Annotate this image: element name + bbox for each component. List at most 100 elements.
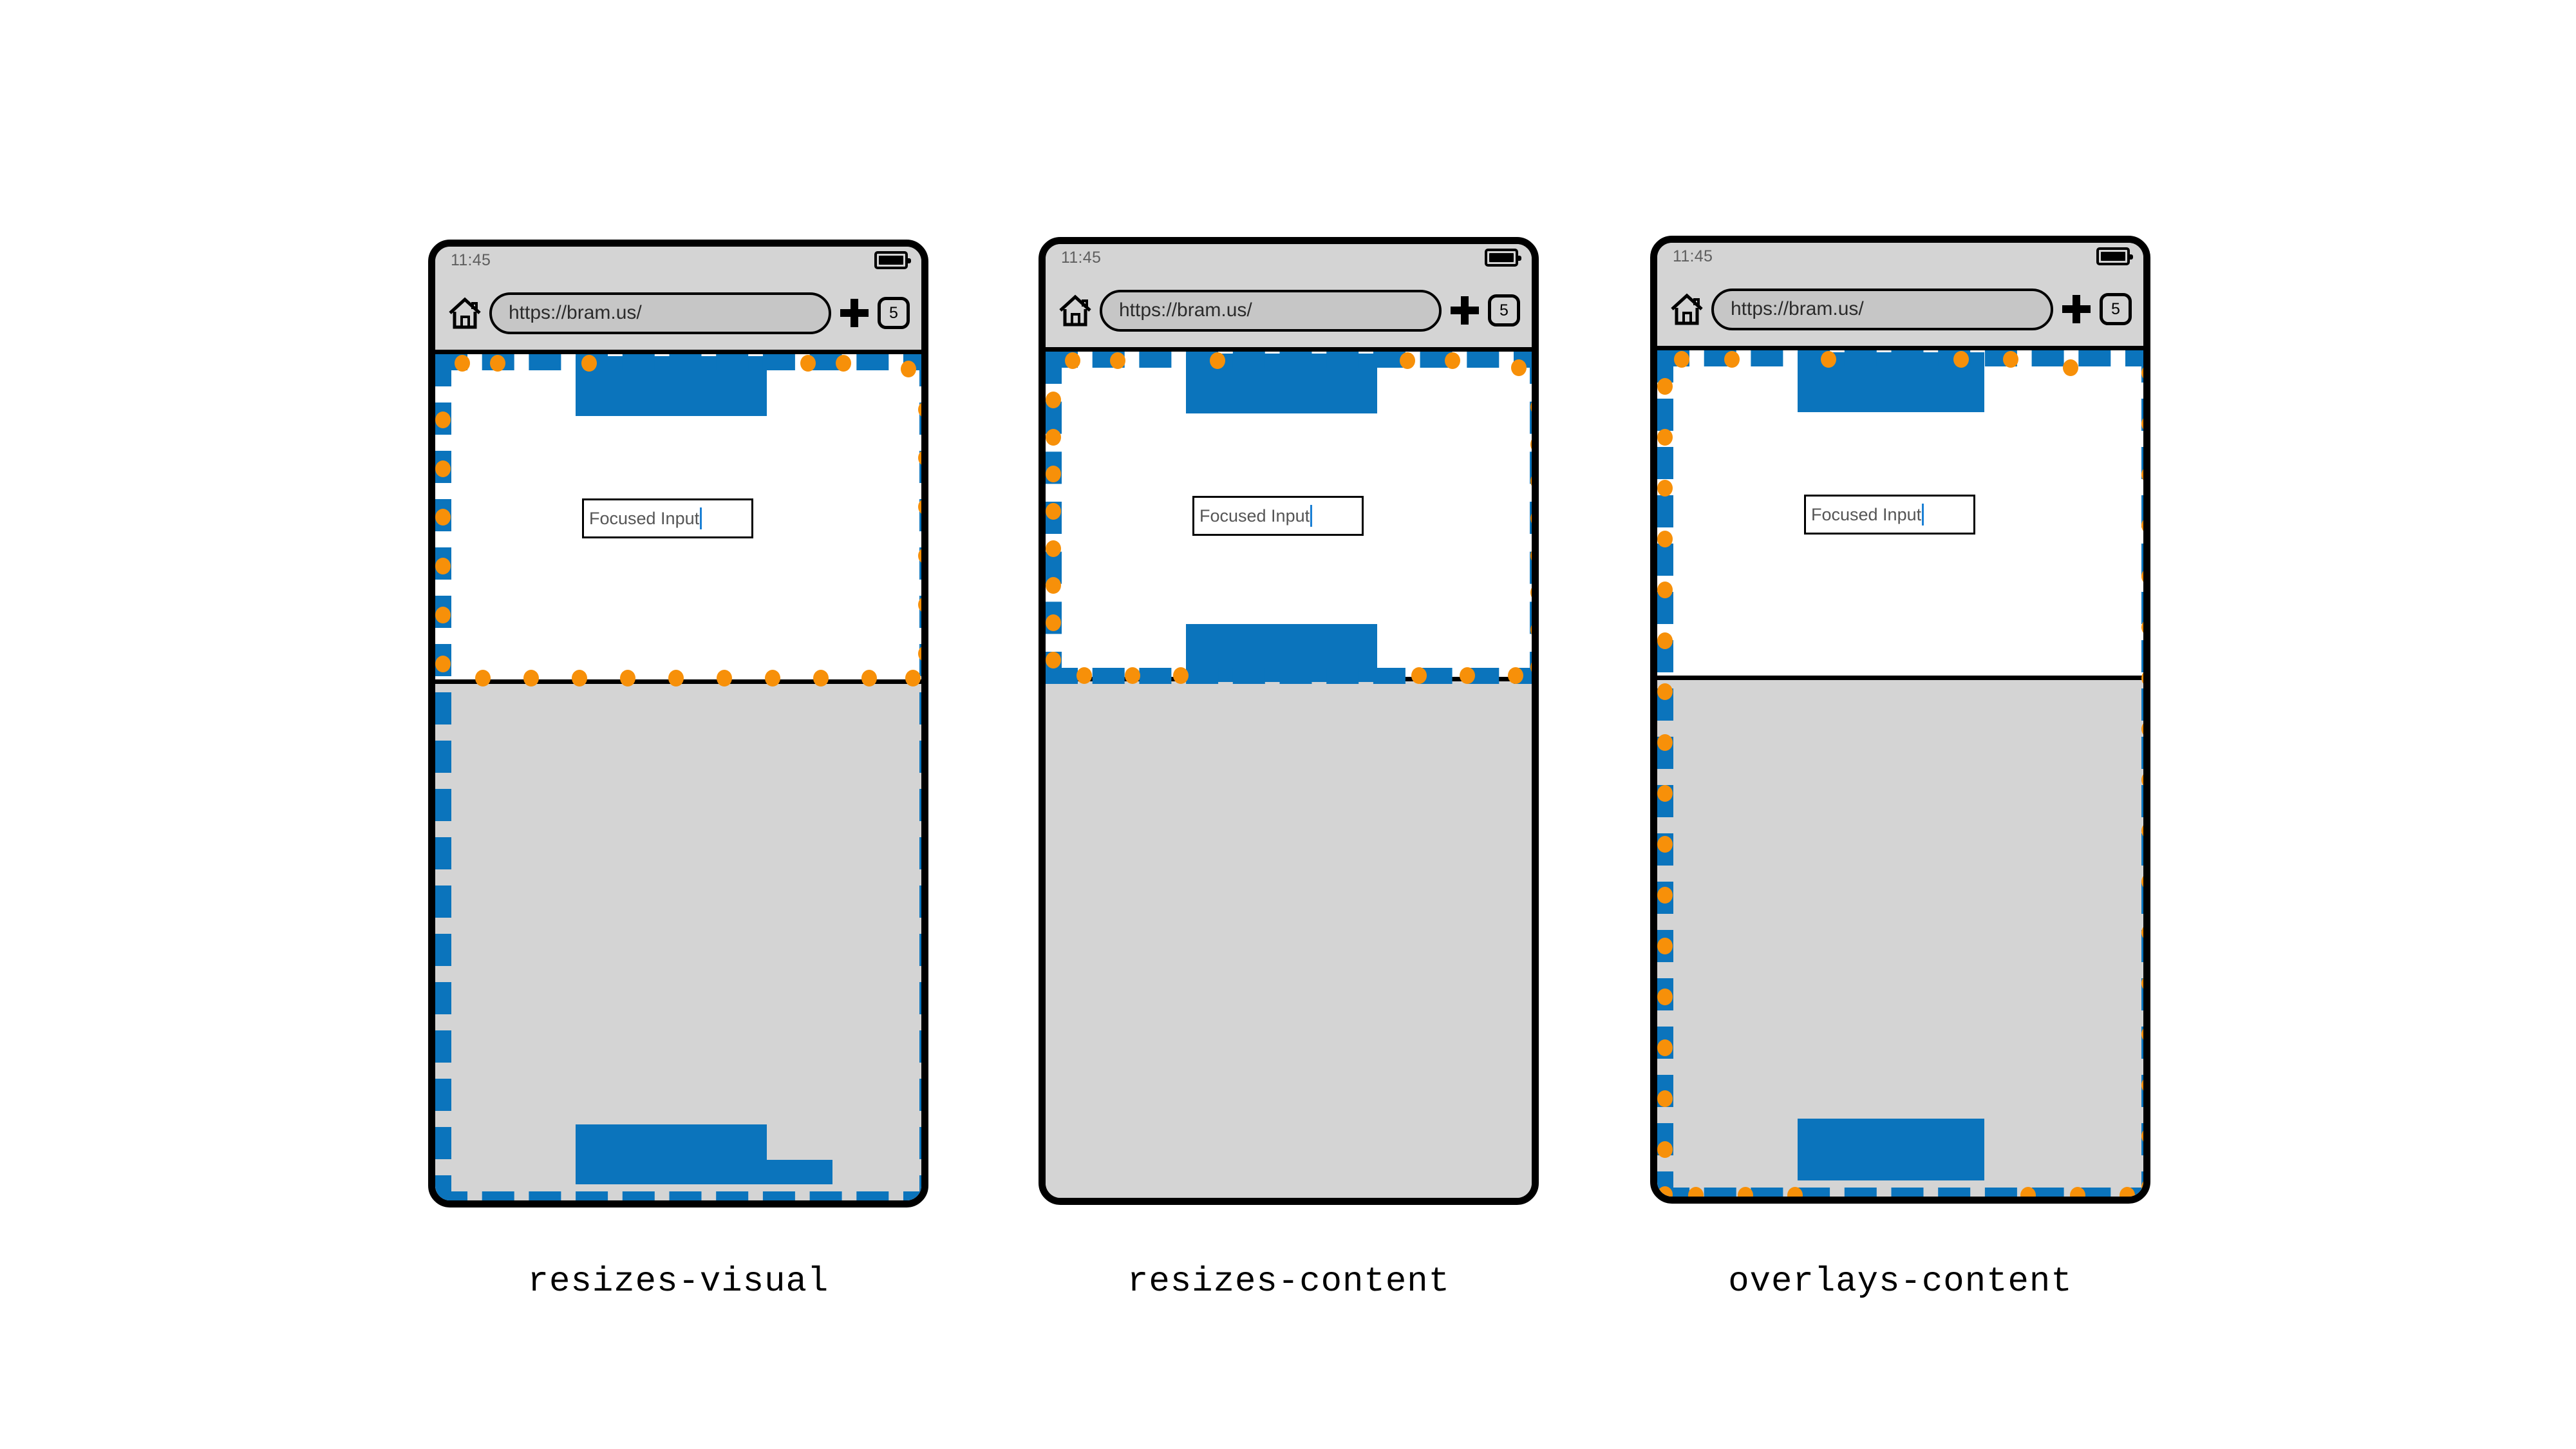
status-bar: 11:45 <box>1046 244 1532 274</box>
tab-count-badge[interactable]: 5 <box>2100 293 2132 325</box>
marker-dot <box>1173 667 1189 684</box>
focused-input[interactable]: Focused Input <box>582 498 753 538</box>
marker-dot <box>1657 582 1673 598</box>
content-area: Focused Input <box>435 354 921 1200</box>
focused-input-value: Focused Input <box>1811 504 1922 524</box>
marker-dot <box>2141 873 2143 890</box>
marker-dot <box>2070 1187 2085 1197</box>
marker-dot <box>455 355 470 372</box>
tab-count-badge[interactable]: 5 <box>878 297 910 329</box>
marker-dot <box>1657 1186 1673 1197</box>
content-block-bottom <box>576 1124 767 1184</box>
plus-icon[interactable] <box>840 299 869 327</box>
marker-dot <box>918 596 921 613</box>
marker-dot <box>1657 938 1673 954</box>
marker-dot <box>2063 359 2078 376</box>
marker-dot <box>1530 659 1532 676</box>
marker-dot <box>918 547 921 564</box>
marker-dot <box>1110 352 1125 369</box>
marker-dot <box>2120 1187 2135 1197</box>
marker-dot <box>2141 670 2143 687</box>
marker-dot <box>2141 975 2143 992</box>
virtual-keyboard[interactable] <box>1657 676 2143 1197</box>
marker-dot <box>1953 351 1969 368</box>
marker-dot <box>435 656 451 672</box>
status-clock: 11:45 <box>451 251 491 269</box>
marker-dot <box>901 361 916 377</box>
marker-dot <box>1657 785 1673 802</box>
marker-dot <box>1046 540 1061 557</box>
marker-dot <box>1787 1187 1803 1197</box>
caption-overlays-content: overlays-content <box>1728 1262 2073 1302</box>
focused-input[interactable]: Focused Input <box>1192 496 1364 536</box>
marker-dot <box>1724 351 1740 368</box>
marker-dot <box>1688 1187 1704 1197</box>
marker-dot <box>1530 399 1532 415</box>
browser-toolbar: https://bram.us/ 5 <box>1046 274 1532 347</box>
url-bar[interactable]: https://bram.us/ <box>1711 288 2053 330</box>
home-icon[interactable] <box>1669 291 1705 327</box>
marker-dot <box>572 670 587 687</box>
marker-dot <box>717 670 732 687</box>
marker-dot <box>1657 734 1673 751</box>
marker-dot <box>1046 392 1061 408</box>
marker-dot <box>1046 466 1061 482</box>
marker-dot <box>1530 510 1532 527</box>
marker-dot <box>1657 683 1673 700</box>
url-text: https://bram.us/ <box>1119 299 1252 321</box>
virtual-keyboard[interactable] <box>1046 677 1532 1198</box>
tab-count-badge[interactable]: 5 <box>1488 294 1520 327</box>
marker-dot <box>1046 577 1061 594</box>
battery-icon <box>874 251 911 269</box>
marker-dot <box>1674 351 1689 368</box>
content-area: Focused Input <box>1046 352 1532 1198</box>
layout-viewport-dots <box>1657 350 2143 1197</box>
marker-dot <box>2141 772 2143 788</box>
content-area: Focused Input <box>1657 350 2143 1197</box>
url-bar[interactable]: https://bram.us/ <box>489 292 831 334</box>
marker-dot <box>2141 1128 2143 1144</box>
status-clock: 11:45 <box>1061 249 1102 267</box>
marker-dot <box>1657 531 1673 547</box>
marker-dot <box>2141 568 2143 585</box>
marker-dot <box>1657 1090 1673 1107</box>
browser-chrome: 11:45 https://bram.us/ 5 <box>1657 243 2143 350</box>
marker-dot <box>1821 351 1836 368</box>
marker-dot <box>861 670 877 687</box>
status-bar: 11:45 <box>435 247 921 276</box>
marker-dot <box>2003 351 2018 368</box>
virtual-keyboard[interactable] <box>435 679 921 1200</box>
marker-dot <box>490 355 505 372</box>
focused-input[interactable]: Focused Input <box>1804 495 1975 535</box>
caption-resizes-content: resizes-content <box>1127 1262 1451 1302</box>
marker-dot <box>2141 721 2143 737</box>
marker-dot <box>813 670 829 687</box>
marker-dot <box>1657 632 1673 649</box>
battery-icon <box>1485 249 1521 267</box>
home-icon[interactable] <box>1057 292 1093 328</box>
text-caret <box>1310 505 1313 527</box>
marker-dot <box>905 670 921 687</box>
marker-dot <box>1657 836 1673 853</box>
marker-dot <box>1530 473 1532 489</box>
marker-dot <box>1460 667 1475 684</box>
marker-dot <box>1076 667 1092 684</box>
marker-dot <box>1125 667 1140 684</box>
content-block-bottom-tail <box>767 1160 832 1184</box>
plus-icon[interactable] <box>2062 295 2091 323</box>
marker-dot <box>1046 652 1061 668</box>
marker-dot <box>435 412 451 428</box>
url-text: https://bram.us/ <box>1731 298 1864 319</box>
marker-dot <box>435 607 451 623</box>
url-bar[interactable]: https://bram.us/ <box>1100 289 1442 332</box>
battery-icon <box>2096 247 2133 265</box>
marker-dot <box>800 355 816 372</box>
plus-icon[interactable] <box>1451 296 1479 325</box>
home-icon[interactable] <box>447 295 483 331</box>
phone-mockup-resizes-visual: 11:45 https://bram.us/ 5 <box>428 240 928 1208</box>
marker-dot <box>1530 584 1532 601</box>
marker-dot <box>2141 1179 2143 1195</box>
marker-dot <box>1657 989 1673 1005</box>
marker-dot <box>2141 415 2143 432</box>
